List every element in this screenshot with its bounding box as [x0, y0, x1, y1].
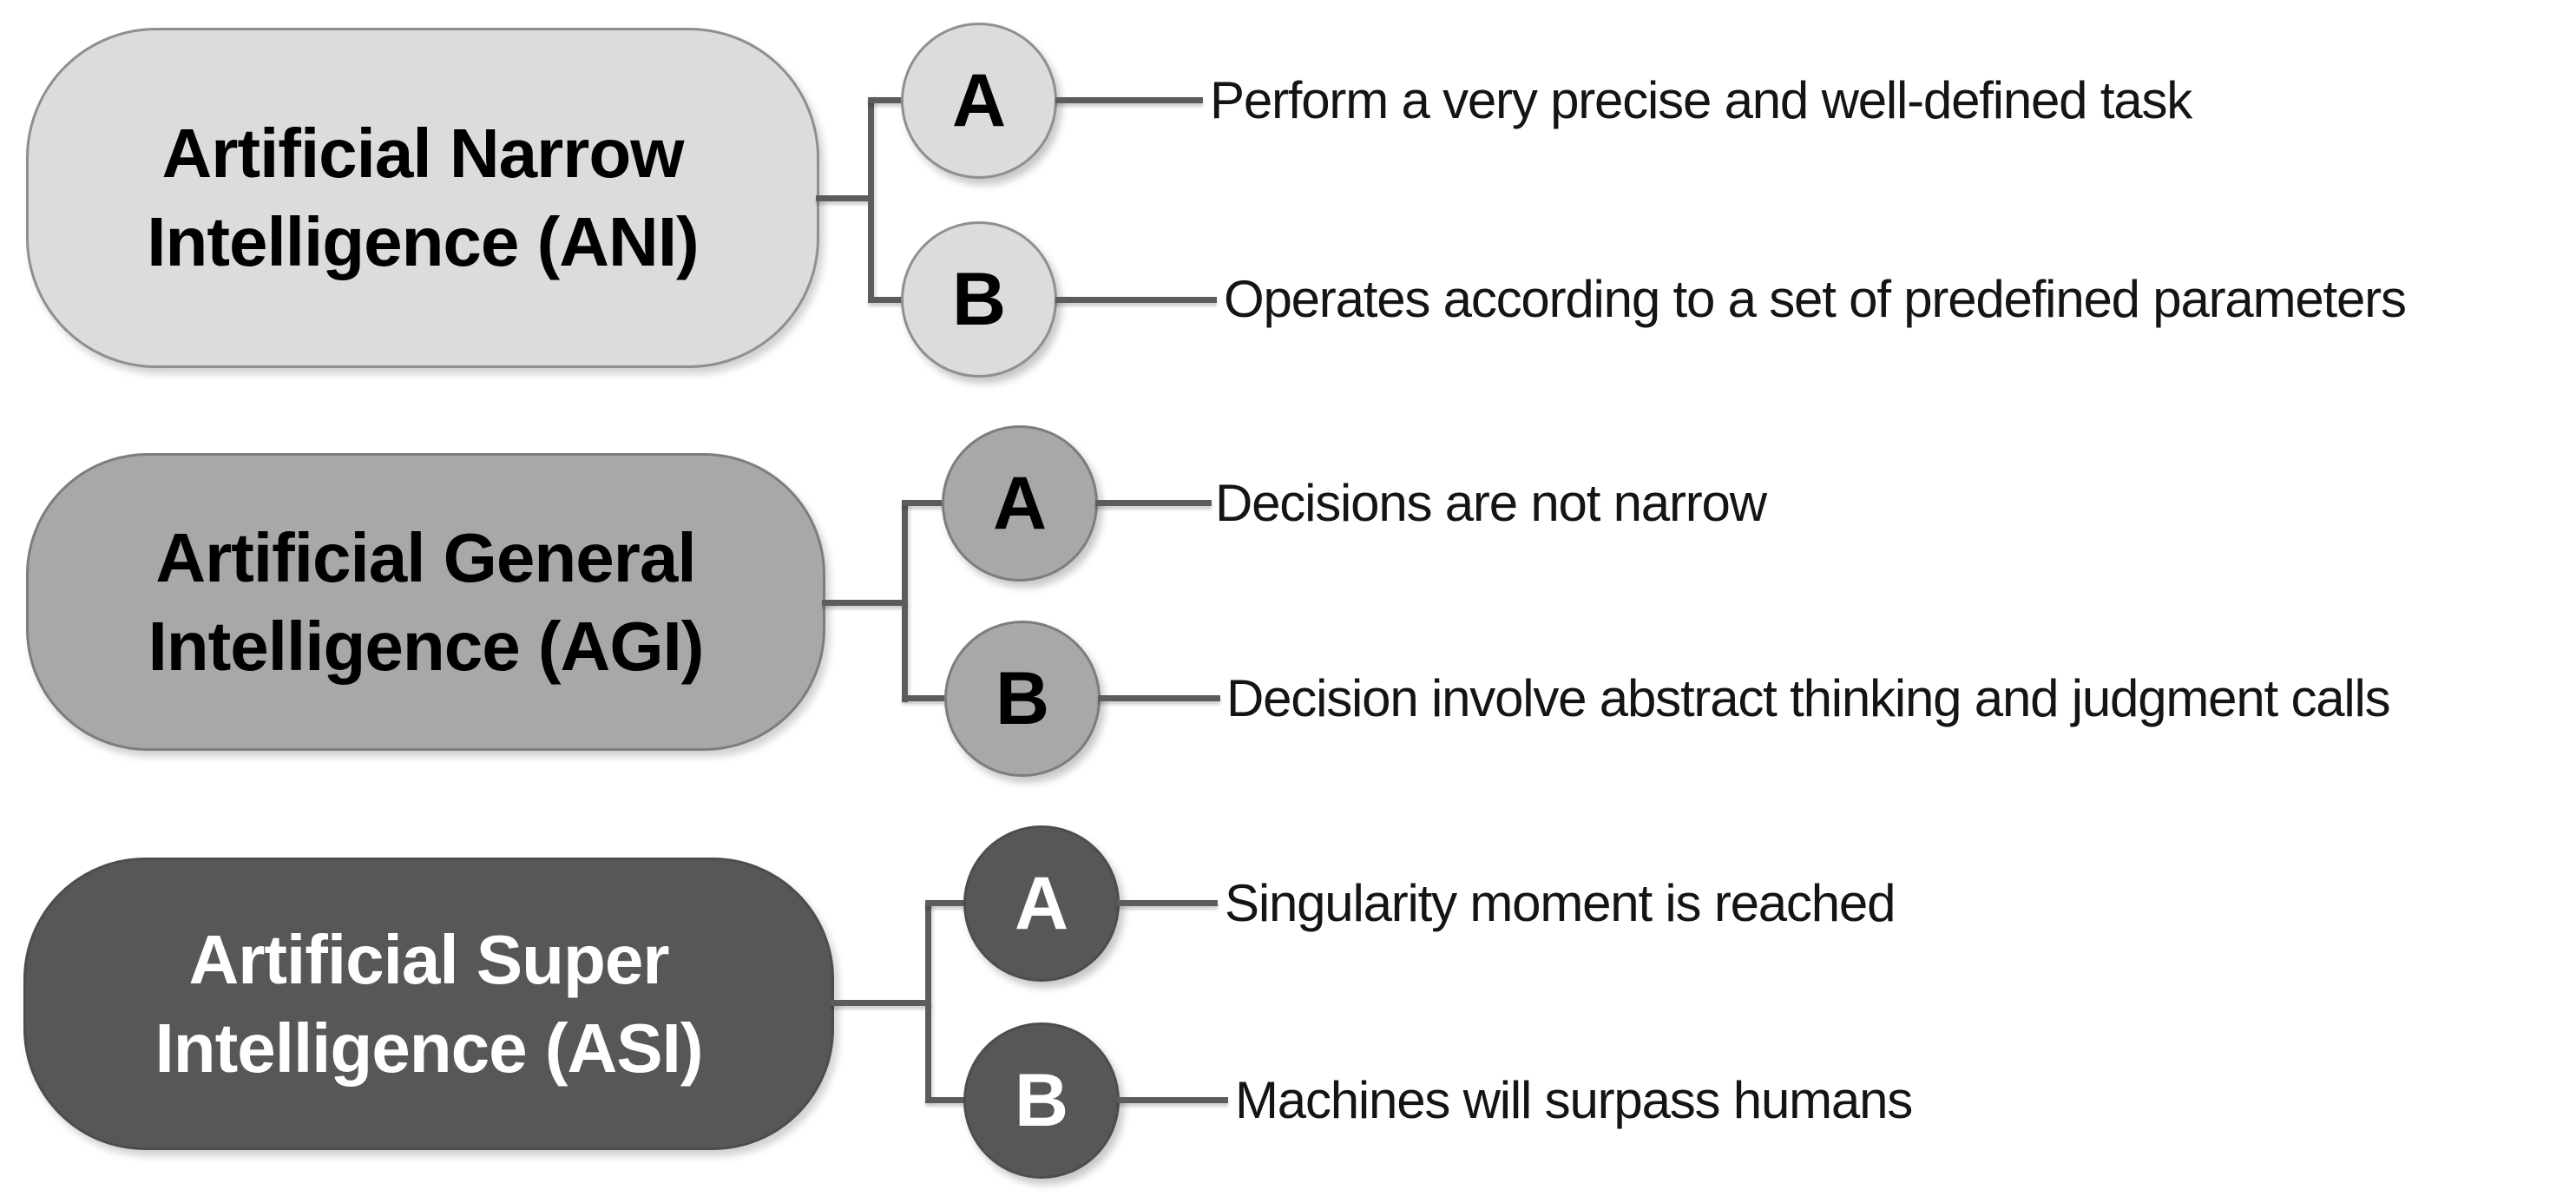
agi-branch-a-stub-line	[902, 500, 944, 506]
ani-branch-a-description: Perform a very precise and well-defined …	[1210, 71, 2192, 129]
asi-label-line2: Intelligence (ASI)	[154, 1009, 704, 1087]
asi-branch-b-stub-line	[925, 1097, 967, 1103]
agi-branch-b-description: Decision involve abstract thinking and j…	[1226, 669, 2391, 727]
ani-trunk-connector-line	[816, 195, 871, 201]
agi-bracket-line	[902, 500, 908, 702]
agi-branch-b-letter: B	[995, 656, 1050, 740]
ani-branch-b-leader-line	[1055, 297, 1217, 303]
agi-branch-b-stub-line	[902, 695, 947, 701]
agi-node: Artificial General Intelligence (AGI)	[26, 453, 825, 751]
asi-branch-a-letter: A	[1014, 861, 1069, 945]
agi-trunk-connector-line	[822, 600, 908, 606]
ani-branch-a-circle: A	[901, 23, 1057, 179]
agi-branch-b-circle: B	[944, 621, 1101, 777]
agi-branch-a-letter: A	[992, 461, 1048, 545]
asi-label-line1: Artificial Super	[188, 920, 669, 998]
asi-branch-a-circle: A	[963, 825, 1120, 982]
ani-branch-b-circle: B	[901, 221, 1057, 378]
asi-trunk-connector-line	[831, 1000, 931, 1006]
agi-branch-a-circle: A	[942, 425, 1098, 582]
agi-branch-a-description: Decisions are not narrow	[1215, 474, 1767, 532]
ani-branch-a-stub-line	[868, 97, 907, 103]
ani-branch-b-description: Operates according to a set of predefine…	[1224, 270, 2407, 328]
agi-branch-a-leader-line	[1095, 500, 1212, 506]
ani-node: Artificial Narrow Intelligence (ANI)	[26, 28, 819, 368]
asi-branch-b-leader-line	[1117, 1097, 1228, 1103]
asi-branch-b-letter: B	[1014, 1058, 1069, 1142]
agi-label-line1: Artificial General	[155, 518, 696, 596]
asi-branch-b-description: Machines will surpass humans	[1235, 1071, 1913, 1129]
asi-node: Artificial Super Intelligence (ASI)	[23, 858, 834, 1150]
agi-label-line2: Intelligence (AGI)	[148, 607, 705, 685]
asi-bracket-line	[925, 900, 931, 1103]
ani-label-line1: Artificial Narrow	[161, 115, 685, 193]
agi-branch-b-leader-line	[1098, 695, 1220, 701]
asi-branch-b-circle: B	[963, 1022, 1120, 1179]
ani-label-line2: Intelligence (ANI)	[147, 203, 699, 280]
ani-branch-a-leader-line	[1055, 97, 1203, 103]
asi-branch-a-leader-line	[1117, 900, 1218, 906]
ani-bracket-line	[868, 97, 874, 303]
asi-branch-a-description: Singularity moment is reached	[1225, 874, 1896, 932]
ani-branch-a-letter: A	[951, 58, 1007, 142]
ani-branch-b-letter: B	[951, 257, 1007, 341]
asi-branch-a-stub-line	[925, 900, 967, 906]
ani-branch-b-stub-line	[868, 297, 907, 303]
